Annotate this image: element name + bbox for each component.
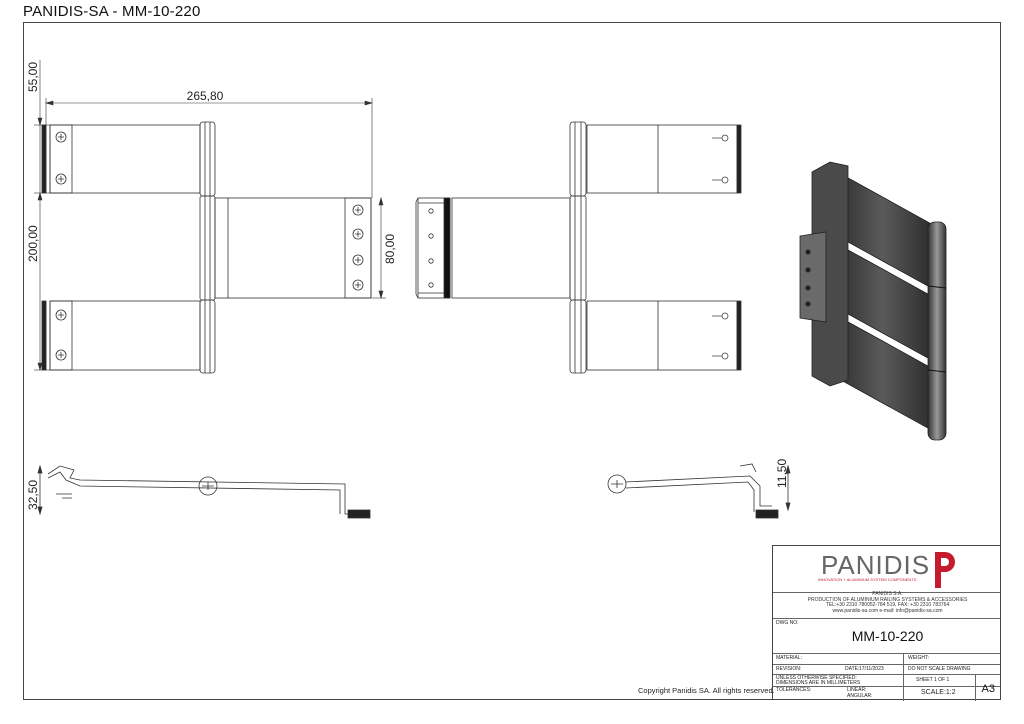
linear-label: LINEAR: — [847, 687, 867, 693]
paper-size: A3 — [981, 683, 995, 695]
brand-tagline: INNOVATION + ALUMINIUM SYSTEM COMPONENTS — [818, 577, 917, 582]
front-view-left — [41, 121, 372, 374]
unless-note-1: UNLESS OTHERWISE SPECIFIED: — [776, 675, 857, 681]
isometric-view — [799, 161, 947, 441]
date-label: DATE: — [845, 666, 860, 672]
revision-label: REVISION: — [776, 666, 802, 672]
dim-side-left: 32,50 — [26, 480, 40, 510]
dim-leaf-height: 80,00 — [383, 234, 397, 264]
no-scale-note: DO NOT SCALE DRAWING — [908, 666, 971, 672]
edge-view — [415, 197, 451, 299]
dim-top-width: 265,80 — [187, 89, 224, 103]
material-label: MATERIAL: — [776, 655, 803, 661]
brand-wordmark: PANIDIS — [821, 550, 931, 580]
dim-total-height: 200,00 — [26, 225, 40, 262]
brand-p-icon — [935, 552, 955, 588]
drawing-frame — [23, 22, 1001, 700]
unless-note-2: DIMENSIONS ARE IN MILLIMETERS — [776, 680, 861, 686]
copyright: Copyright Panidis SA. All rights reserve… — [638, 686, 775, 695]
tolerances-label: TOLERANCES: — [776, 687, 812, 693]
sheet-info: SHEET 1 OF 1 — [916, 677, 950, 683]
drawing-title: PANIDIS-SA - MM-10-220 — [23, 3, 201, 20]
company-phone: TEL:+30 2310 780052-784 519, FAX: +30 23… — [825, 602, 950, 609]
side-view-right — [607, 463, 791, 519]
drawing-number: MM-10-220 — [851, 628, 924, 644]
side-view-left — [37, 464, 371, 519]
title-block: PANIDIS INNOVATION + ALUMINIUM SYSTEM CO… — [772, 545, 1002, 701]
company-web: www.panidis-sa.com e-mail: info@panidis-… — [832, 607, 943, 614]
company-logo: PANIDIS INNOVATION + ALUMINIUM SYSTEM CO… — [773, 546, 1002, 591]
weight-label: WEIGHT: — [908, 655, 929, 661]
scale-info: SCALE:1:2 — [921, 689, 956, 696]
company-info: PANIDIS S.A. PRODUCTION OF ALUMINIUM RAI… — [773, 591, 1002, 614]
dim-top-offset: 55,00 — [26, 62, 40, 92]
company-desc: PRODUCTION OF ALUMINIUM RAILING SYSTEMS … — [807, 596, 968, 603]
company-name: PANIDIS S.A. — [872, 591, 903, 597]
angular-label: ANGULAR: — [847, 693, 873, 699]
front-view-right — [451, 121, 742, 374]
date-value: 17/11/2023 — [859, 666, 884, 672]
dwg-no-label: DWG NO: — [776, 620, 799, 626]
dim-side-right: 11,50 — [775, 459, 789, 488]
dimension-lines — [34, 60, 386, 372]
